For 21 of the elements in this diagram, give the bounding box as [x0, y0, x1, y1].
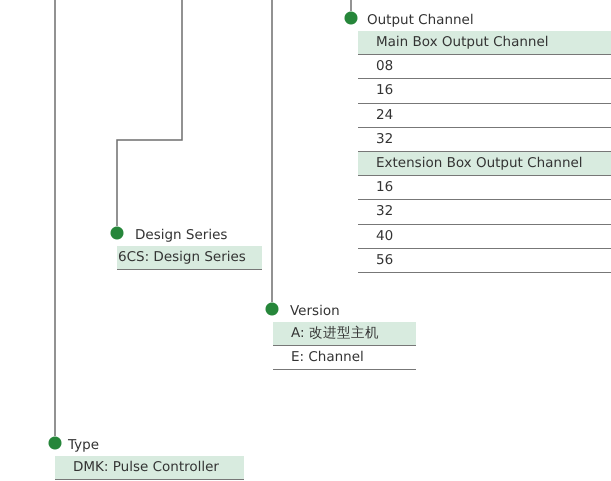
option-row: 08: [358, 55, 611, 80]
group-heading: Type: [67, 436, 100, 454]
option-row: 16: [358, 79, 611, 104]
option-row: 40: [358, 224, 611, 249]
connector-line: [110, 0, 183, 240]
option-row: 32: [358, 200, 611, 224]
category-row: Extension Box Output Channel: [358, 152, 611, 176]
connector-line: [344, 0, 358, 24]
option-row: E: Channel: [273, 346, 416, 370]
group-heading: Design Series: [134, 226, 228, 244]
category-row: 6CS: Design Series: [117, 246, 262, 270]
connector-line: [266, 0, 278, 316]
connector-line: [48, 0, 62, 450]
group-heading: Version: [289, 302, 341, 320]
option-row: 16: [358, 176, 611, 200]
category-row: A: 改进型主机: [273, 322, 416, 346]
group-heading: Output Channel: [366, 11, 475, 29]
category-row: Main Box Output Channel: [358, 31, 611, 56]
option-row: 56: [358, 248, 611, 273]
option-row: 24: [358, 104, 611, 128]
category-row: DMK: Pulse Controller: [55, 456, 244, 480]
